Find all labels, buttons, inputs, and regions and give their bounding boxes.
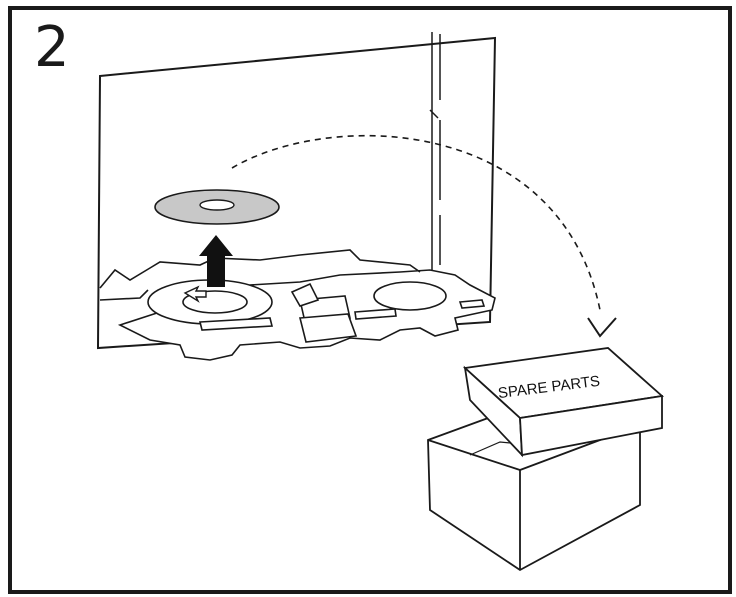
- washer: [155, 190, 279, 224]
- transfer-arrowhead-icon: [588, 318, 616, 336]
